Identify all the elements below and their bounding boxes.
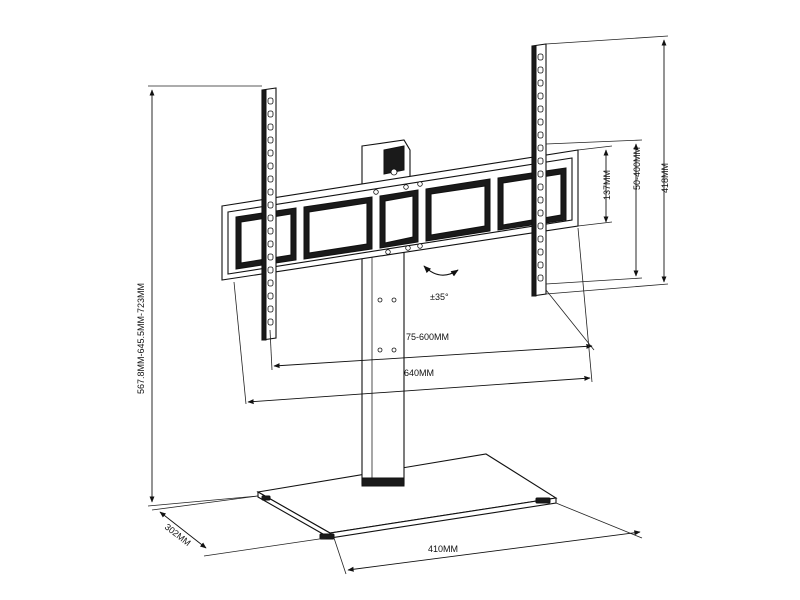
arm-hole xyxy=(267,175,274,183)
arm-hole xyxy=(537,248,544,256)
arm-hole xyxy=(537,131,544,139)
arm-hole xyxy=(267,97,274,105)
arm-hole xyxy=(267,123,274,131)
base-plate xyxy=(256,453,558,540)
base-foot-front xyxy=(319,533,335,540)
arm-hole xyxy=(537,79,544,87)
dim-bracket-height: 418MM xyxy=(545,35,670,295)
arm-hole xyxy=(267,214,274,222)
arm-hole xyxy=(267,279,274,287)
support-column xyxy=(361,247,405,487)
tilt-indicator: ±35° xyxy=(423,265,459,302)
left-bracket-arm xyxy=(261,87,277,341)
bracket-width-label: 640MM xyxy=(404,368,434,378)
vesa-horizontal-label: 75-600MM xyxy=(406,332,449,342)
arm-hole xyxy=(267,201,274,209)
arm-hole xyxy=(267,266,274,274)
arm-hole xyxy=(537,118,544,126)
dim-base-width: 410MM xyxy=(333,502,643,575)
bracket-height-label: 418MM xyxy=(660,163,670,193)
column-clamp xyxy=(361,139,411,187)
arm-hole xyxy=(537,274,544,282)
arm-hole xyxy=(537,196,544,204)
arm-hole xyxy=(537,235,544,243)
arm-hole xyxy=(537,183,544,191)
slot-spacing-label: 137MM xyxy=(602,170,612,200)
base-foot-right xyxy=(535,497,551,504)
base-width-label: 410MM xyxy=(428,544,458,554)
arm-hole xyxy=(267,292,274,300)
arm-hole xyxy=(537,222,544,230)
arm-hole xyxy=(537,105,544,113)
arm-hole xyxy=(537,92,544,100)
arm-hole xyxy=(537,53,544,61)
column-hole xyxy=(377,297,383,303)
dim-bracket-width: 640MM xyxy=(233,227,593,405)
arm-hole xyxy=(537,66,544,74)
arm-hole xyxy=(537,144,544,152)
arm-hole xyxy=(267,227,274,235)
base-foot-left xyxy=(261,495,271,501)
arm-hole xyxy=(537,209,544,217)
dim-vesa-horizontal: 75-600MM xyxy=(269,289,595,371)
total-height-label: 567.8MM-645.5MM-723MM xyxy=(136,283,146,394)
column-hole xyxy=(377,347,383,353)
arm-hole xyxy=(537,170,544,178)
dim-slot-spacing: 137MM xyxy=(577,145,613,227)
dim-vesa-vertical: 50-400MM xyxy=(545,139,643,285)
dim-total-height: 567.8MM-645.5MM-723MM xyxy=(136,85,262,507)
arm-hole xyxy=(267,149,274,157)
arm-hole xyxy=(267,253,274,261)
arm-hole xyxy=(267,188,274,196)
arm-hole xyxy=(267,136,274,144)
right-bracket-arm xyxy=(531,43,547,297)
arm-hole xyxy=(267,318,274,326)
tilt-label: ±35° xyxy=(430,292,449,302)
column-hole xyxy=(391,347,397,353)
arm-hole xyxy=(537,261,544,269)
vesa-vertical-label: 50-400MM xyxy=(632,147,642,190)
arm-hole xyxy=(267,240,274,248)
arm-hole xyxy=(267,162,274,170)
column-hole xyxy=(391,297,397,303)
arm-hole xyxy=(537,157,544,165)
arm-hole xyxy=(267,305,274,313)
arm-hole xyxy=(267,110,274,118)
